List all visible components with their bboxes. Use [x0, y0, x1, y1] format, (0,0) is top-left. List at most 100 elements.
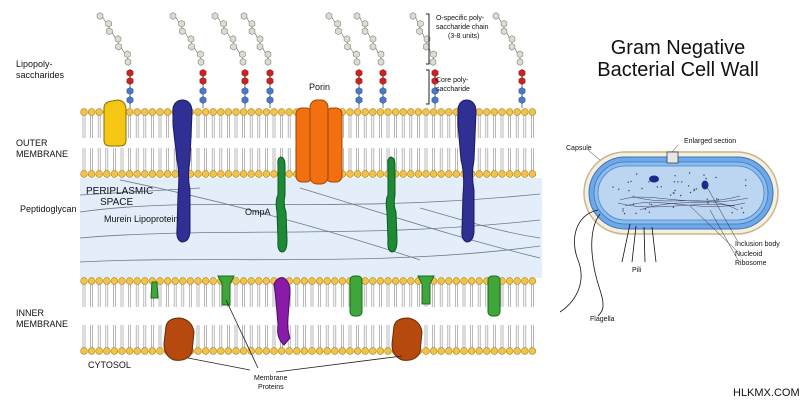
lipid-head — [224, 170, 233, 178]
label-pili: Pili — [632, 267, 642, 274]
lps-sugar-hexagon — [114, 35, 122, 43]
lipid-head — [293, 347, 301, 355]
transmembrane-protein-left — [172, 99, 193, 243]
lipid-head — [194, 277, 202, 285]
peptidoglycan-strand — [79, 245, 541, 263]
lipid-head — [452, 347, 461, 355]
lipid-head — [445, 170, 453, 178]
nucleoid-strand — [619, 195, 741, 202]
lipid-head — [209, 347, 217, 355]
lipid-head — [407, 170, 415, 178]
lps-core-blue — [266, 87, 274, 95]
lps-core-red — [199, 69, 207, 77]
lipid-head — [353, 108, 362, 116]
lipid-head — [270, 108, 278, 116]
lps-core-red — [266, 77, 274, 85]
lipid-head — [521, 170, 529, 178]
lipid-head — [452, 170, 461, 178]
label-ribosome: Ribosome — [735, 260, 767, 267]
lipid-head — [422, 347, 430, 355]
lps-sugar-hexagon — [423, 42, 430, 51]
lipid-head — [414, 108, 423, 116]
inner-membrane-protein-brown — [163, 317, 195, 361]
pointer-line — [689, 205, 739, 253]
o-specific-bracket — [426, 13, 430, 65]
label-murein-lipoprotein: Murein Lipoprotein — [104, 214, 179, 224]
lps-sugar-hexagon — [508, 35, 516, 43]
lipid-head — [232, 277, 240, 285]
lipid-head — [80, 170, 88, 178]
ribosome-dot — [641, 187, 643, 190]
lipid-head — [483, 170, 491, 178]
lipid-head — [87, 108, 96, 116]
lipid-head — [285, 108, 293, 116]
lps-core-blue — [126, 87, 134, 95]
lipid-head — [247, 108, 255, 116]
lps-sugar-hexagon — [430, 50, 437, 59]
lps-core-red — [241, 77, 249, 85]
inner-membrane-protein-purple — [273, 277, 291, 346]
ribosome-dot — [644, 208, 647, 210]
lps-sugar-hexagon — [264, 50, 272, 59]
lipid-head — [186, 277, 195, 285]
label-ompa: OmpA — [245, 207, 271, 217]
lipid-head — [399, 108, 407, 116]
lps-sugar-hexagon — [221, 27, 228, 36]
lipid-head — [361, 170, 369, 178]
lps-sugar-hexagon — [197, 58, 205, 66]
pilus — [621, 223, 631, 263]
lps-core-blue — [355, 87, 363, 95]
lipid-head — [239, 170, 248, 178]
lps-core-red — [379, 69, 387, 77]
label-o-specific-chain: saccharide chain — [436, 24, 489, 31]
lipid-head — [429, 347, 438, 355]
lipid-head — [163, 170, 172, 178]
lipid-head — [528, 108, 537, 116]
lipid-head — [194, 108, 202, 116]
lipid-head — [95, 277, 103, 285]
lipid-head — [103, 277, 111, 285]
cytosol-region — [80, 355, 542, 367]
lipid-head — [209, 170, 217, 178]
lipid-head — [323, 277, 331, 285]
lipid-head — [346, 108, 354, 116]
inner-membrane-protein-tee — [217, 275, 235, 306]
lps-core-red — [518, 77, 526, 85]
lipid-head — [528, 277, 537, 285]
ribosome-dot — [648, 181, 650, 183]
lipid-head — [293, 277, 301, 285]
lipid-head — [133, 170, 141, 178]
lipid-head — [262, 170, 271, 178]
lipid-head — [376, 170, 385, 178]
pointer-line — [709, 209, 739, 261]
lipid-head — [346, 347, 354, 355]
lipid-head — [467, 347, 476, 355]
lipopolysaccharide-chains — [96, 12, 526, 108]
lps-sugar-hexagon — [500, 27, 508, 36]
lipid-head — [445, 277, 453, 285]
lps-sugar-hexagon — [492, 12, 500, 20]
lipid-head — [513, 347, 521, 355]
ribosome-dot — [622, 210, 624, 212]
ribosome-dot — [706, 198, 708, 200]
label-porin: Porin — [309, 82, 330, 92]
lps-sugar-hexagon — [197, 50, 204, 59]
lps-sugar-hexagon — [239, 58, 247, 66]
nucleoid-strand — [617, 202, 736, 208]
lipid-head — [369, 170, 377, 178]
ribosome-dot — [717, 198, 719, 201]
lipid-head — [285, 170, 293, 178]
label-inclusion-body: Inclusion body — [735, 241, 780, 248]
ribosome-dot — [741, 207, 743, 209]
lipid-head — [505, 170, 514, 178]
lipid-head — [414, 170, 423, 178]
lipid-head — [467, 277, 476, 285]
ribosome-dot — [731, 212, 733, 214]
lipid-head — [262, 347, 271, 355]
lps-sugar-hexagon — [169, 12, 177, 20]
lipid-head — [528, 170, 537, 178]
lipid-head — [80, 277, 88, 285]
lipid-head — [87, 347, 96, 355]
lipid-head — [429, 108, 438, 116]
lipid-head — [232, 108, 240, 116]
